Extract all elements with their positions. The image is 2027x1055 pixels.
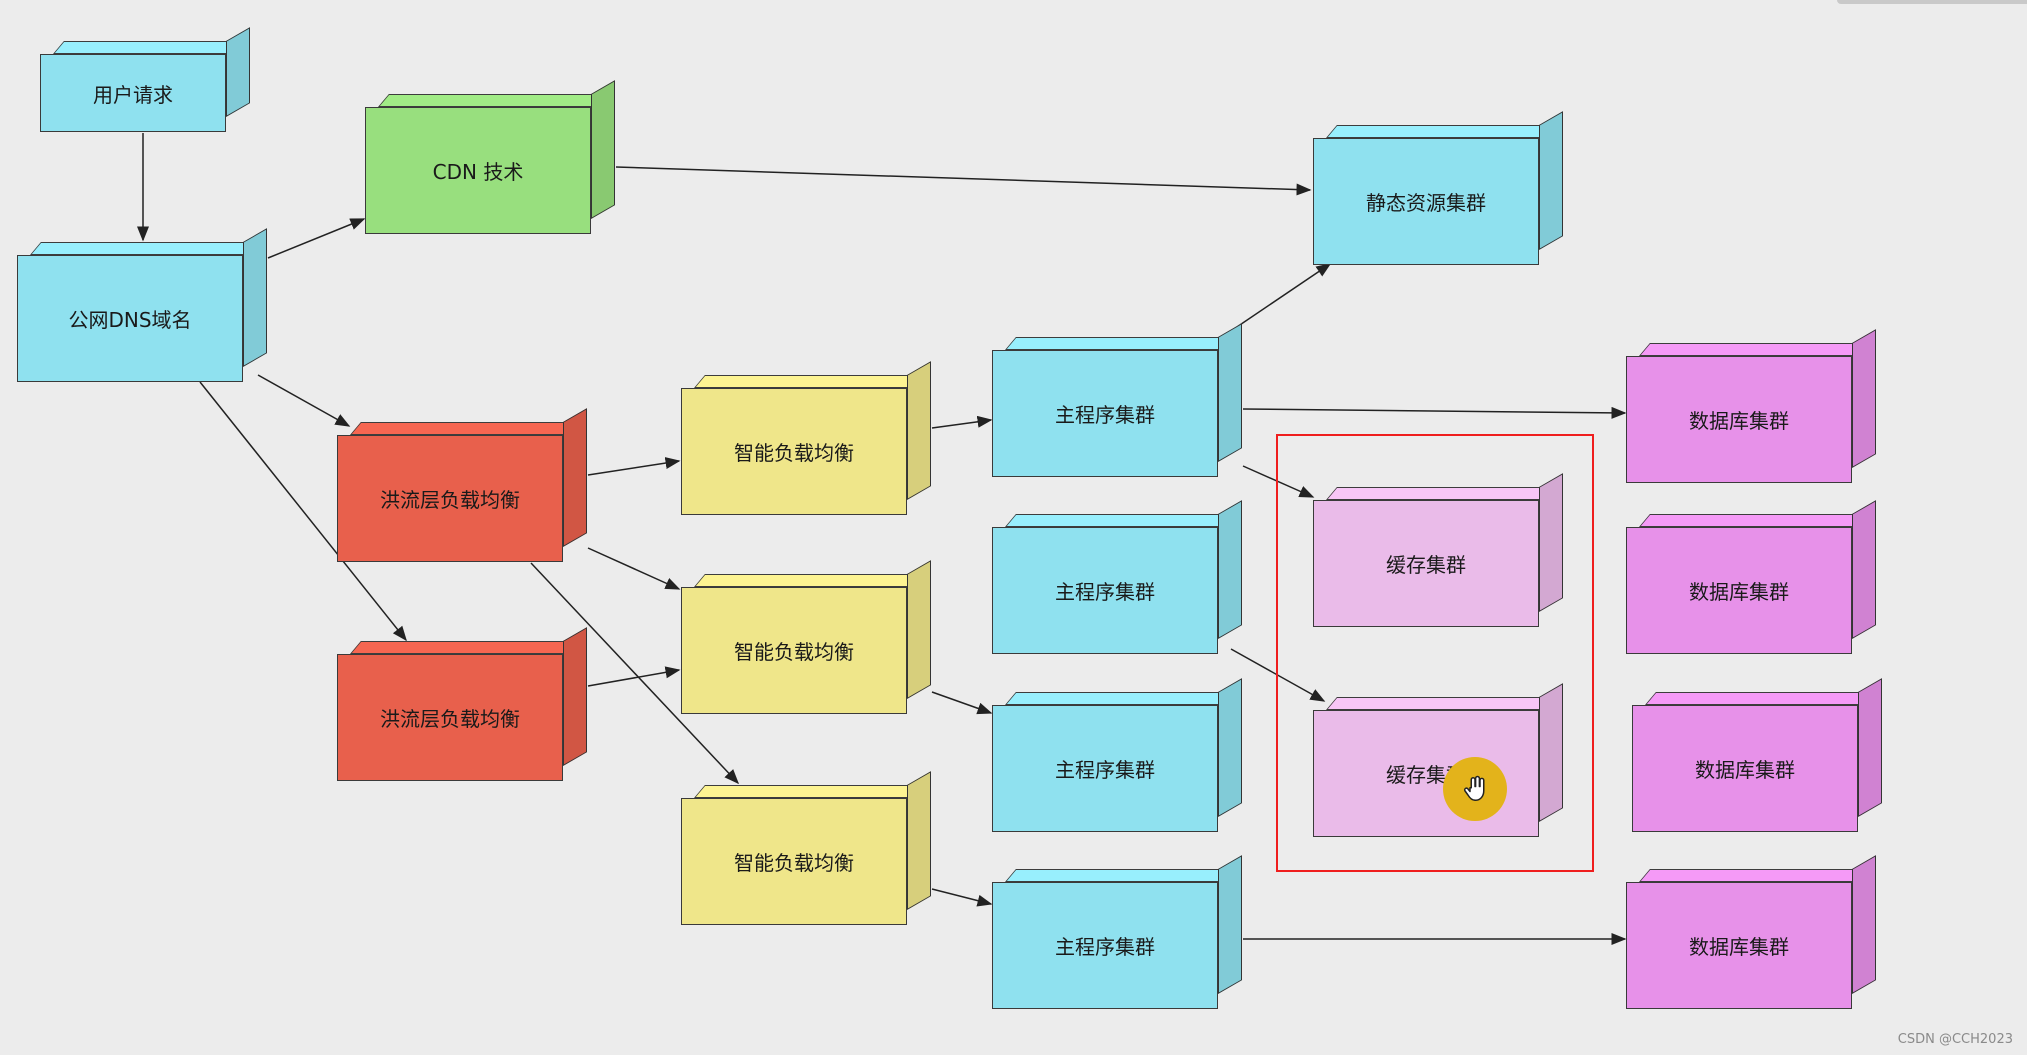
node-public-dns[interactable]: 公网DNS域名 (17, 255, 243, 382)
edge-main1-to-cache1 (1242, 465, 1315, 498)
node-flood-lb-2[interactable]: 洪流层负载均衡 (337, 654, 563, 781)
node-main-cluster-4[interactable]: 主程序集群 (992, 882, 1218, 1009)
node-user-request[interactable]: 用户请求 (40, 54, 226, 132)
edge-main1-to-static (1224, 263, 1332, 336)
window-edge (1837, 0, 2027, 4)
node-main-cluster-1[interactable]: 主程序集群 (992, 350, 1218, 477)
node-db-cluster-2[interactable]: 数据库集群 (1626, 527, 1852, 654)
node-flood-lb-1[interactable]: 洪流层负载均衡 (337, 435, 563, 562)
node-main-cluster-3[interactable]: 主程序集群 (992, 705, 1218, 832)
edge-dns-to-flood1 (257, 374, 351, 427)
node-db-cluster-3[interactable]: 数据库集群 (1632, 705, 1858, 832)
edge-smart2-to-main3 (931, 691, 993, 715)
node-smart-lb-2[interactable]: 智能负载均衡 (681, 587, 907, 714)
node-db-cluster-4[interactable]: 数据库集群 (1626, 882, 1852, 1009)
edge-smart3-to-main4 (931, 888, 993, 907)
watermark: CSDN @CCH2023 (1897, 1032, 2013, 1047)
cache-highlight-frame (1276, 434, 1594, 872)
node-cache-cluster-2[interactable]: 缓存集群 (1313, 710, 1539, 837)
node-smart-lb-3[interactable]: 智能负载均衡 (681, 798, 907, 925)
node-cache-cluster-1[interactable]: 缓存集群 (1313, 500, 1539, 627)
edge-dns-to-flood2 (199, 381, 407, 642)
edge-flood1-to-smart2 (587, 547, 681, 590)
node-smart-lb-1[interactable]: 智能负载均衡 (681, 388, 907, 515)
edge-flood1-to-smart1 (587, 457, 681, 476)
edge-dns-to-cdn (267, 218, 366, 259)
hand-pointer-icon (1463, 775, 1485, 801)
node-db-cluster-1[interactable]: 数据库集群 (1626, 356, 1852, 483)
cursor-highlight (1443, 757, 1507, 821)
edge-smart1-to-main1 (931, 415, 993, 429)
edge-flood2-to-smart2 (587, 666, 681, 687)
node-cdn[interactable]: CDN 技术 (365, 107, 591, 234)
edge-flood1-to-smart3 (530, 562, 740, 785)
node-main-cluster-2[interactable]: 主程序集群 (992, 527, 1218, 654)
node-static-cluster[interactable]: 静态资源集群 (1313, 138, 1539, 265)
edge-cdn-to-static (615, 166, 1312, 196)
edge-main1-to-db1 (1242, 406, 1627, 419)
